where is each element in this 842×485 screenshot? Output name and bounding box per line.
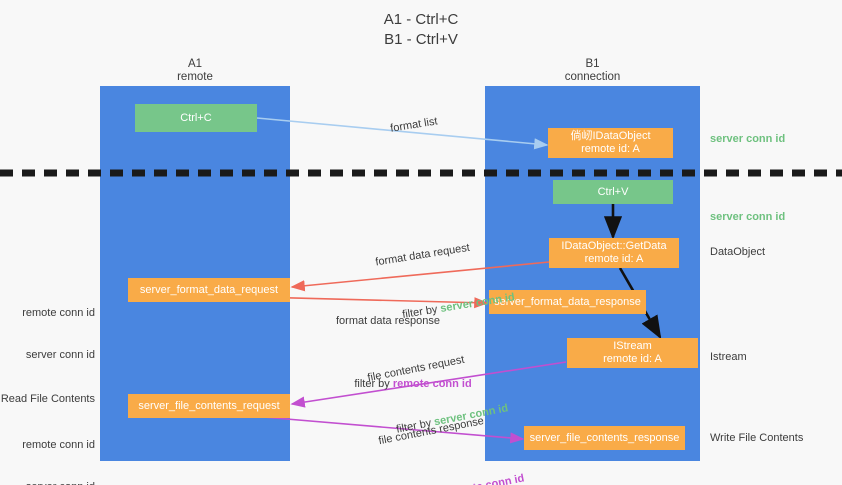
annotation-server-conn-id-2: server conn id [0,480,95,485]
annotation-left-conn-ids-2: remote conn id server conn id [0,410,95,485]
edge-label-format-list: format list [375,101,441,152]
annotation-server-conn-id-second: server conn id [710,211,786,223]
edge-label-format-data-response-filter: filter by remote conn id [336,363,472,405]
edge-label-format-data-response: format data response filter by remote co… [336,286,472,433]
edge-label-file-contents-response-filter: filter by remote conn id [387,458,528,485]
filter-prefix: filter by [354,378,393,390]
annotation-read-file-contents: Read File Contents [0,393,95,405]
node-server-file-contents-response-label: server_file_contents_response [529,431,680,444]
annotation-write-file-contents: Write File Contents [710,432,804,444]
annotation-remote-conn-id-2: remote conn id [22,439,95,451]
node-server-format-data-request[interactable]: server_format_data_request [128,278,290,302]
node-ctrl-c-label: Ctrl+C [180,111,212,124]
node-istream-line2: remote id: A [603,353,662,365]
filter-value: remote conn id [446,472,526,485]
node-ctrl-v[interactable]: Ctrl+V [553,180,673,204]
lane-header-a1: A1 remote [177,58,213,83]
node-server-file-contents-request[interactable]: server_file_contents_request [128,394,290,418]
edge-label-file-contents-request-line1: file contents request [366,353,466,385]
node-server-format-data-request-label: server_format_data_request [139,283,279,296]
edge-label-file-contents-response-line1: file contents response [377,415,485,448]
annotation-server-conn-id-1: server conn id [25,349,95,361]
filter-value: remote conn id [392,378,472,390]
node-istream[interactable]: IStream remote id: A [567,338,698,368]
annotation-left-conn-ids-1: remote conn id server conn id [0,278,95,390]
node-getdata-line1: IDataObject::GetData [561,240,667,252]
node-server-format-data-response-label: server_format_data_response [494,295,641,308]
node-server-file-contents-request-label: server_file_contents_request [138,399,280,412]
annotation-dataobject: DataObject [710,246,766,258]
node-dataobject-create[interactable]: 倘屻IDataObject remote id: A [548,128,673,158]
page-title: A1 - Ctrl+C B1 - Ctrl+V [383,11,459,48]
lane-header-b1: B1 connection [564,58,621,83]
node-ctrl-c[interactable]: Ctrl+C [135,104,257,132]
node-getdata-line2: remote id: A [584,253,644,265]
node-istream-line1: IStream [613,340,652,352]
node-dataobject-create-line2: remote id: A [581,143,640,155]
node-ctrl-v-label: Ctrl+V [597,185,629,198]
node-dataobject-create-line1: 倘屻IDataObject [570,130,651,142]
annotation-istream: Istream [710,351,747,363]
annotation-server-conn-id-top: server conn id [710,133,786,145]
node-server-file-contents-response[interactable]: server_file_contents_response [524,426,685,450]
edge-label-format-data-response-line1: format data response [336,315,440,327]
node-getdata[interactable]: IDataObject::GetData remote id: A [549,238,679,268]
annotation-remote-conn-id-1: remote conn id [22,307,95,319]
node-server-format-data-response[interactable]: server_format_data_response [489,290,646,314]
edge-label-format-list-text: format list [389,115,439,135]
edge-label-format-data-request-line1: format data request [374,241,471,269]
